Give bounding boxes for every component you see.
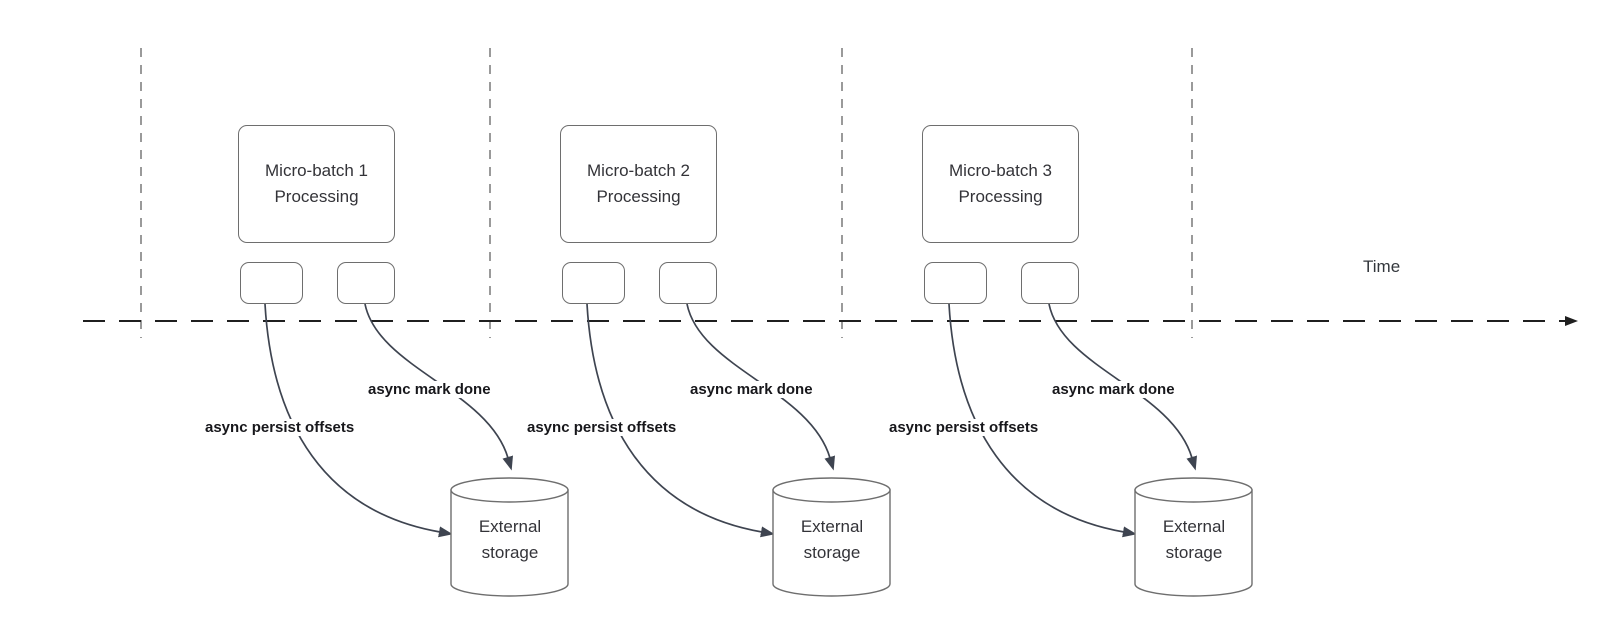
persist-offsets-label: async persist offsets [203, 419, 357, 436]
processing-box-title: Micro-batch 2 [587, 161, 690, 180]
persist-offsets-arrow [264, 303, 453, 538]
external-storage-label: External storage [451, 500, 569, 580]
mark-done-task-box [1021, 262, 1079, 304]
storage-label-subtitle: storage [481, 543, 539, 562]
storage-label-title: External [800, 517, 864, 536]
external-storage-cylinder [1134, 489, 1253, 597]
mark-done-label: async mark done [366, 381, 493, 398]
external-storage-cylinder [450, 489, 569, 597]
mark-done-arrow [1048, 303, 1197, 471]
mark-done-task-box [337, 262, 395, 304]
mark-done-arrow [686, 303, 835, 471]
external-storage-label: External storage [773, 500, 891, 580]
processing-box-subtitle: Processing [596, 187, 681, 206]
mark-done-label: async mark done [688, 381, 815, 398]
processing-box-title: Micro-batch 3 [949, 161, 1052, 180]
storage-label-title: External [478, 517, 542, 536]
micro-batch-processing-box: Micro-batch 2 Processing [560, 125, 717, 243]
mark-done-task-box [659, 262, 717, 304]
cylinder-top-ellipse [772, 477, 891, 503]
persist-offsets-task-box [562, 262, 625, 304]
external-storage-cylinder [772, 489, 891, 597]
external-storage-label: External storage [1135, 500, 1253, 580]
persist-offsets-task-box [240, 262, 303, 304]
micro-batch-processing-box: Micro-batch 3 Processing [922, 125, 1079, 243]
mark-done-label: async mark done [1050, 381, 1177, 398]
persist-offsets-arrow [948, 303, 1137, 538]
time-axis-label: Time [1363, 257, 1401, 276]
persist-offsets-label: async persist offsets [887, 419, 1041, 436]
storage-label-subtitle: storage [1165, 543, 1223, 562]
persist-offsets-arrow [586, 303, 775, 538]
cylinder-top-ellipse [450, 477, 569, 503]
persist-offsets-label: async persist offsets [525, 419, 679, 436]
mark-done-arrow [364, 303, 513, 471]
micro-batch-processing-box: Micro-batch 1 Processing [238, 125, 395, 243]
storage-label-subtitle: storage [803, 543, 861, 562]
persist-offsets-task-box [924, 262, 987, 304]
processing-box-title: Micro-batch 1 [265, 161, 368, 180]
cylinder-top-ellipse [1134, 477, 1253, 503]
processing-box-subtitle: Processing [958, 187, 1043, 206]
processing-box-subtitle: Processing [274, 187, 359, 206]
storage-label-title: External [1162, 517, 1226, 536]
